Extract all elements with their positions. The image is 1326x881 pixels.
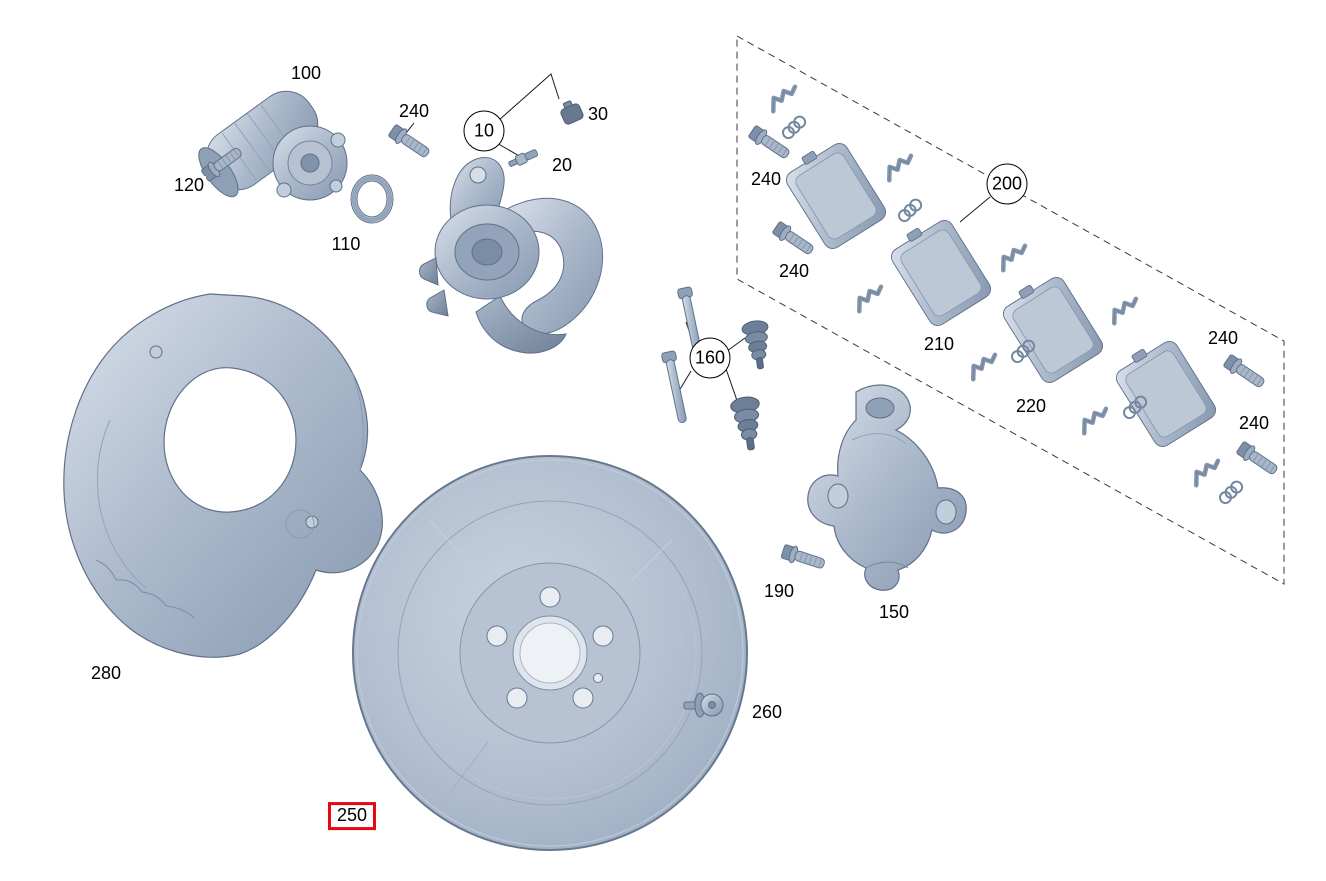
part-280-splash-shield	[63, 293, 383, 658]
callout-190[interactable]: 190	[761, 581, 797, 602]
part-260-disc-screw	[683, 692, 724, 718]
pad-kit-dashed-box	[736, 35, 1285, 585]
part-150-caliper-bracket	[807, 384, 967, 591]
part-210-brake-pad	[884, 211, 995, 330]
pad-spring	[894, 197, 926, 224]
callout-160[interactable]: 160	[689, 337, 731, 379]
callout-200[interactable]: 200	[986, 163, 1028, 205]
callout-10[interactable]: 10	[463, 110, 505, 152]
part-240-bolt	[746, 123, 793, 163]
pad-spring	[1215, 479, 1247, 506]
callout-250-selected[interactable]: 250	[327, 802, 377, 830]
part-240-bolt	[1221, 352, 1268, 392]
callout-100[interactable]: 100	[288, 63, 324, 84]
callout-240[interactable]: 240	[1205, 328, 1241, 349]
callout-20[interactable]: 20	[549, 155, 575, 176]
part-20-bleeder-valve	[508, 149, 539, 167]
pad-spring	[778, 114, 810, 141]
pad-retainer-clip	[1190, 460, 1223, 485]
callout-240[interactable]: 240	[776, 261, 812, 282]
pad-retainer-clip	[853, 286, 886, 311]
callout-240[interactable]: 240	[748, 169, 784, 190]
callout-260[interactable]: 260	[749, 702, 785, 723]
pad-retainer-clip	[1078, 408, 1111, 433]
callout-150[interactable]: 150	[876, 602, 912, 623]
pad-retainer-clip	[883, 155, 916, 180]
callout-240[interactable]: 240	[1236, 413, 1272, 434]
part-250-brake-disc	[352, 455, 748, 851]
part-240-bolt	[1234, 439, 1281, 479]
callout-280[interactable]: 280	[88, 663, 124, 684]
callout-110[interactable]: 110	[329, 234, 363, 255]
callout-210[interactable]: 210	[921, 334, 957, 355]
part-200-brake-pad-kit	[746, 86, 1281, 506]
part-190-bolt	[779, 542, 828, 573]
callout-120[interactable]: 120	[171, 175, 207, 196]
leader-lines	[402, 73, 991, 413]
pad-retainer-clip	[997, 245, 1030, 270]
callout-30[interactable]: 30	[585, 104, 611, 125]
pad-retainer-clip	[1108, 298, 1141, 323]
part-30-cap	[560, 100, 584, 125]
pad-retainer-clip	[967, 354, 1000, 379]
part-10-brake-caliper	[419, 157, 604, 354]
part-220-brake-pad	[996, 268, 1107, 387]
part-220-brake-pad	[1109, 332, 1220, 451]
part-240-bolt	[770, 219, 817, 259]
callout-220[interactable]: 220	[1013, 396, 1049, 417]
part-110-o-ring	[350, 174, 394, 224]
pad-retainer-clip	[767, 86, 800, 111]
callout-240[interactable]: 240	[396, 101, 432, 122]
part-100-parking-brake-actuator	[198, 90, 348, 201]
